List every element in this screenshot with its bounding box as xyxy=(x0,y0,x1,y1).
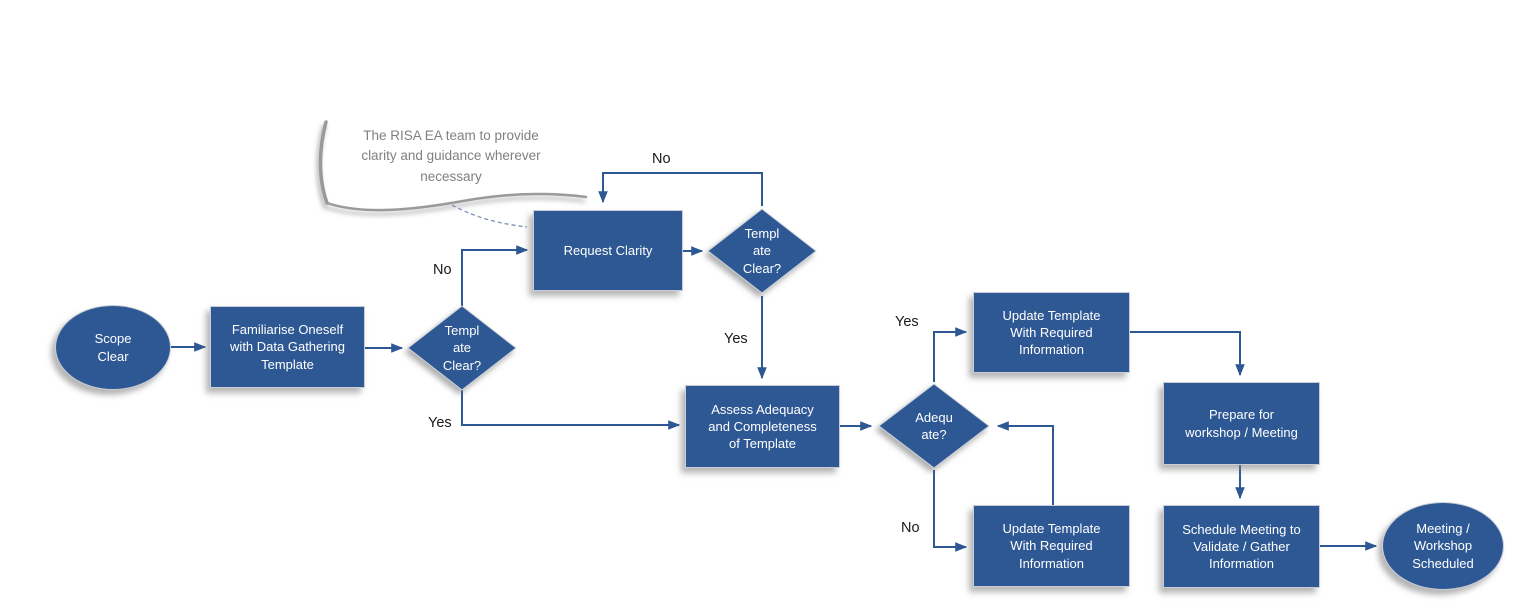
node-label: Prepare for workshop / Meeting xyxy=(1185,407,1298,440)
edge-label-yes-adequate: Yes xyxy=(895,314,919,330)
edge-update-bottom-to-adequate xyxy=(996,421,1054,505)
decision-adequate: Adequ ate? xyxy=(878,383,990,469)
node-assess-adequacy: Assess Adequacy and Completeness of Temp… xyxy=(685,385,840,468)
decision-template-clear-2: Templ ate Clear? xyxy=(707,208,817,294)
node-label: Templ ate Clear? xyxy=(742,226,782,276)
node-label: Request Clarity xyxy=(563,242,653,258)
node-prepare-workshop: Prepare for workshop / Meeting xyxy=(1163,382,1320,465)
diamond-shape xyxy=(707,208,817,294)
edge-label-yes-template1: Yes xyxy=(428,415,452,431)
node-label: Adequ ate? xyxy=(915,409,953,442)
edge-label-no-adequate: No xyxy=(901,520,920,536)
edge-adequate-yes-to-update-top xyxy=(933,327,968,382)
node-schedule-meeting: Schedule Meeting to Validate / Gather In… xyxy=(1163,505,1320,588)
diamond-shape xyxy=(878,383,990,469)
node-meeting-scheduled: Meeting / Workshop Scheduled xyxy=(1382,502,1504,590)
node-familiarise-template: Familiarise Oneself with Data Gathering … xyxy=(210,306,365,388)
node-label: Scope Clear xyxy=(94,331,132,364)
edge-update-top-to-prepare xyxy=(1130,331,1245,377)
edge-adequate-no-to-update-bottom xyxy=(933,470,968,552)
edge-label-no-template1: No xyxy=(433,262,452,278)
node-label: Templ ate Clear? xyxy=(442,323,482,373)
node-scope-clear: Scope Clear xyxy=(55,305,171,390)
note-dashed-connector xyxy=(451,204,528,228)
node-label: Familiarise Oneself with Data Gathering … xyxy=(230,322,345,372)
edge-label-no-template2: No xyxy=(652,151,671,167)
edge-label-yes-template2: Yes xyxy=(724,331,748,347)
node-label: Meeting / Workshop Scheduled xyxy=(1412,521,1474,571)
node-request-clarity: Request Clarity xyxy=(533,210,683,291)
node-label: Update Template With Required Informatio… xyxy=(1002,307,1101,358)
node-update-template-top: Update Template With Required Informatio… xyxy=(973,292,1130,373)
node-update-template-bottom: Update Template With Required Informatio… xyxy=(973,505,1130,587)
note-callout-text: The RISA EA team to provide clarity and … xyxy=(361,128,541,184)
decision-template-clear-1: Templ ate Clear? xyxy=(407,305,517,391)
edge-template1-yes-to-assess xyxy=(461,390,681,430)
node-label: Assess Adequacy and Completeness of Temp… xyxy=(708,401,817,452)
node-label: Schedule Meeting to Validate / Gather In… xyxy=(1182,521,1301,572)
edge-template1-no-to-request xyxy=(461,245,529,306)
edge-template2-no-loop xyxy=(598,172,763,206)
node-label: Update Template With Required Informatio… xyxy=(1002,521,1101,571)
